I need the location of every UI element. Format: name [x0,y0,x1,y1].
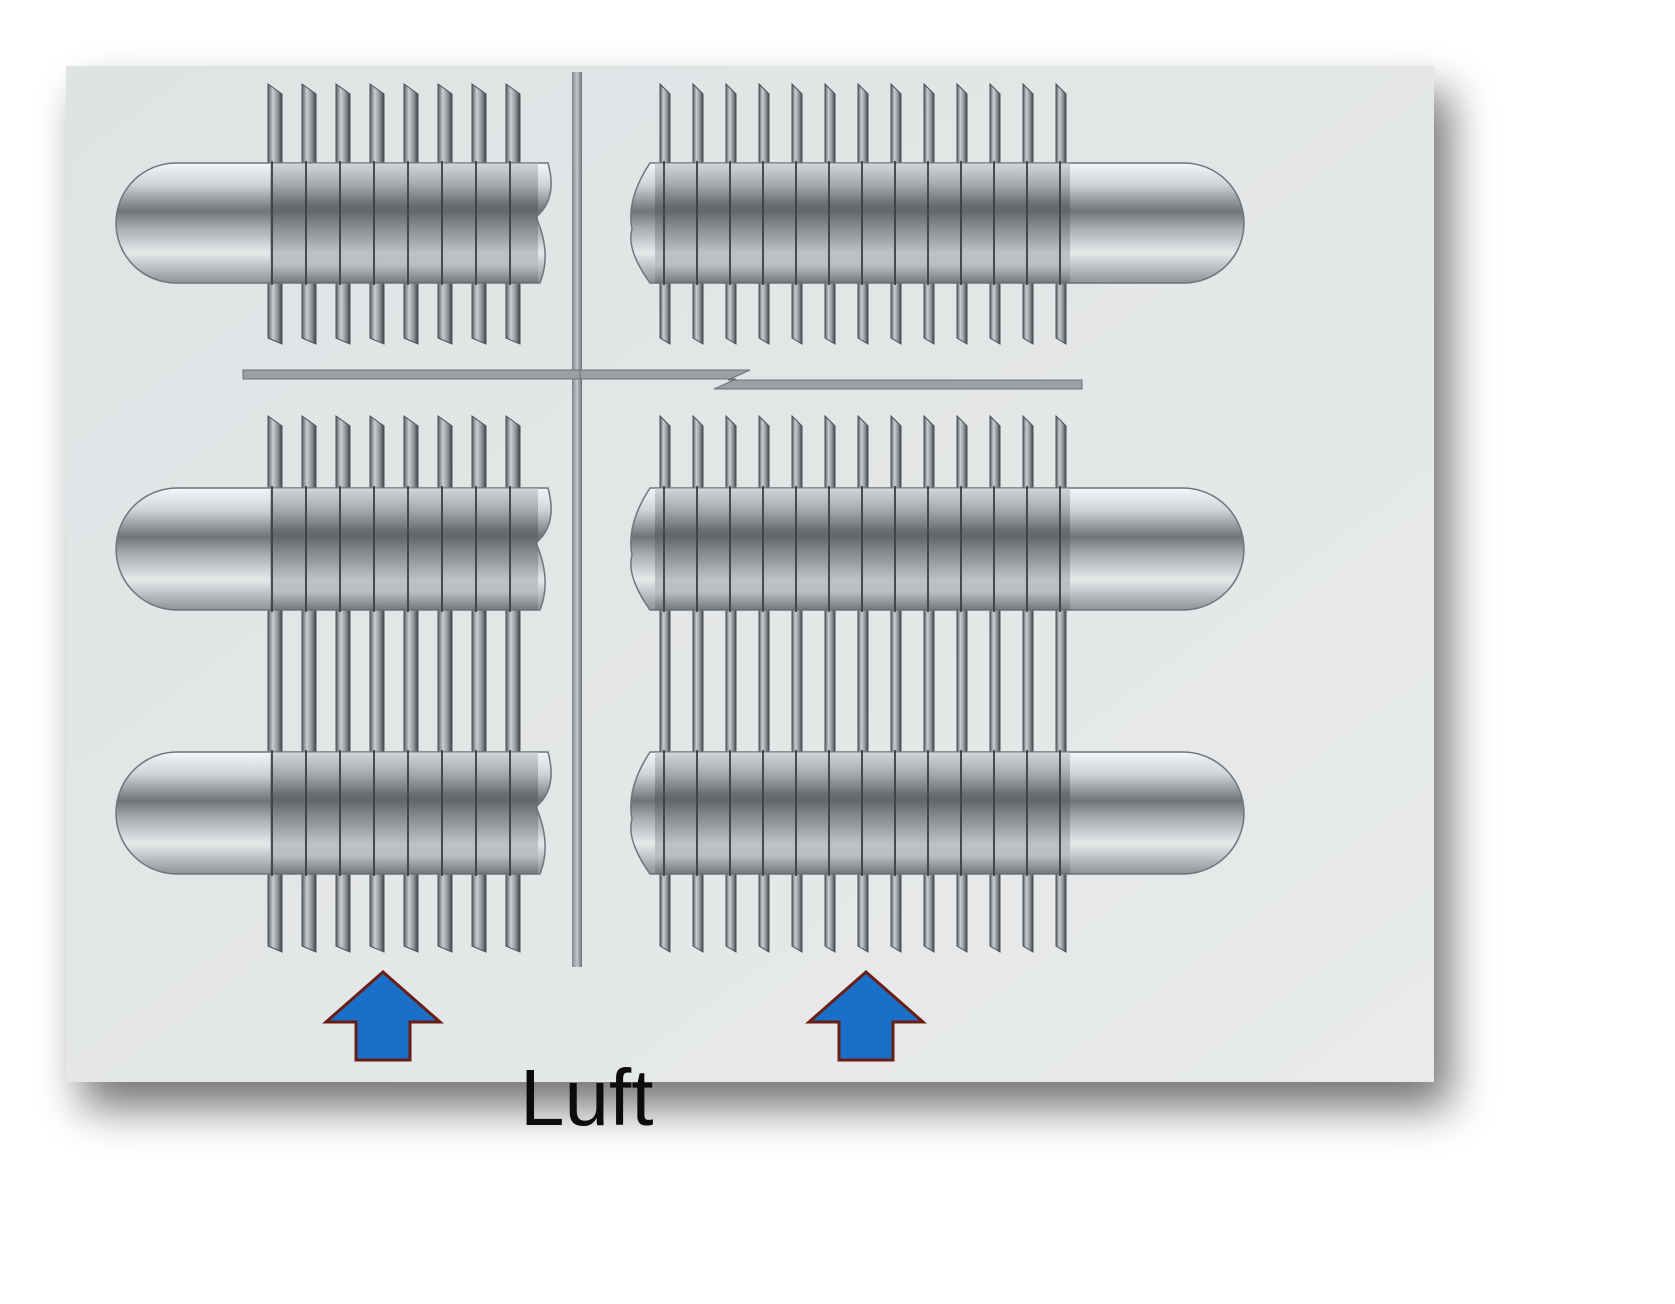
vertical-divider-plate [572,72,582,967]
horizontal-divider-left [242,369,581,380]
up-arrow-icon [322,970,444,1062]
air-label: Luft [520,1053,654,1142]
horizontal-divider-right [579,369,1083,390]
tube-finned-section [270,163,538,283]
tube-finned-section [270,752,538,874]
tube-finned-section [270,488,538,610]
up-arrow-icon [805,970,927,1062]
